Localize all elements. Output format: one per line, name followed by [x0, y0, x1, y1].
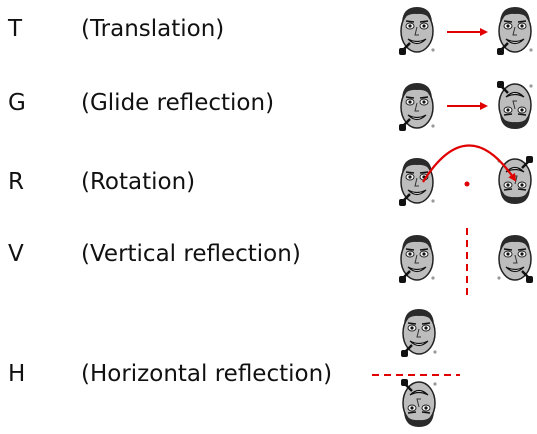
row-letter: V: [8, 241, 24, 267]
row-letter: T: [8, 16, 23, 42]
row-description: (Glide reflection): [81, 90, 275, 116]
row-letter: G: [8, 90, 26, 116]
row-description: (Rotation): [81, 169, 196, 195]
face-rotated-icon: [495, 155, 535, 207]
face-icon: [399, 306, 439, 358]
face-icon: [397, 232, 437, 284]
row-description: (Vertical reflection): [81, 241, 301, 267]
face-reflected-icon: [495, 80, 535, 132]
face-reflected-icon: [399, 378, 439, 430]
row-letter: H: [8, 361, 26, 387]
rotation-center: [464, 181, 470, 187]
face-icon: [397, 4, 437, 56]
row-description: (Translation): [81, 16, 225, 42]
face-icon: [397, 80, 437, 132]
face-mirrored-icon: [495, 232, 535, 284]
face-icon: [495, 4, 535, 56]
row-description: (Horizontal reflection): [81, 361, 333, 387]
face-icon: [397, 155, 437, 207]
row-letter: R: [8, 169, 24, 195]
